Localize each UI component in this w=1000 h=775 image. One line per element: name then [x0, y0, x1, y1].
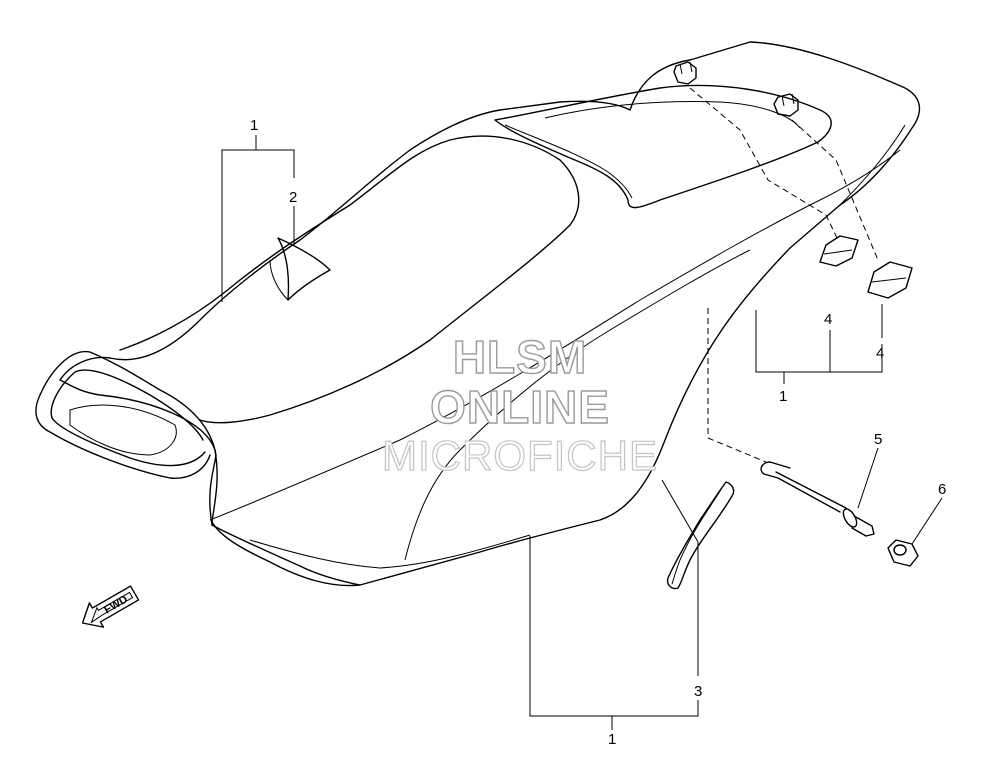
seat-assembly [59, 41, 921, 587]
callouts: 1 2 4 4 1 5 6 3 1 [250, 117, 946, 748]
flap-outline [277, 237, 331, 301]
pad-left [819, 235, 859, 267]
bolt-left [673, 61, 697, 85]
pad-right [867, 261, 913, 299]
hook-outer [35, 350, 217, 526]
passenger-seat-inner [544, 101, 801, 129]
bracket-right [755, 310, 883, 373]
callout-2: 2 [289, 189, 297, 206]
callout-6: 6 [938, 481, 946, 498]
part-2-flap [269, 237, 331, 301]
part-6-nut [887, 539, 919, 567]
seat-top-outline [59, 100, 631, 523]
callout-3: 3 [694, 683, 702, 700]
seat-front-hook [35, 350, 361, 586]
passenger-seat-seam [504, 124, 633, 199]
callout-5: 5 [874, 431, 882, 448]
seat-base-edge [249, 534, 531, 569]
part-3-strap [666, 481, 735, 590]
fwd-arrow: FWD [81, 585, 140, 628]
watermark-line-1: HLSM [452, 330, 588, 383]
callout-1-bottom: 1 [608, 731, 616, 748]
side-seam-rear [839, 124, 906, 206]
callout-1-right: 1 [779, 388, 787, 405]
bracket-bottom [529, 536, 699, 717]
leader-lines [221, 87, 943, 730]
bracket-top [221, 149, 295, 302]
bolt-right [773, 93, 799, 117]
hook-stem [211, 524, 361, 586]
side-seam-lower [404, 249, 751, 561]
hook-inner [50, 369, 206, 467]
seat-tail-outline [211, 41, 921, 587]
passenger-seat-pad [494, 84, 832, 209]
part-5-bolt [760, 461, 875, 537]
callout-1-top: 1 [250, 117, 258, 134]
part-3-strap-edge [671, 487, 723, 585]
callout-4-left: 4 [824, 311, 832, 328]
part-4-pads [819, 235, 913, 299]
rider-seat-pad [119, 135, 580, 424]
watermark-line-3: MICROFICHE [381, 431, 658, 479]
side-seam-upper [209, 149, 901, 521]
watermark-line-2: ONLINE [429, 380, 610, 433]
hook-pad [69, 404, 177, 456]
callout-4-right: 4 [876, 345, 884, 362]
flap-fold [269, 259, 289, 301]
tail-bolts [673, 61, 799, 117]
